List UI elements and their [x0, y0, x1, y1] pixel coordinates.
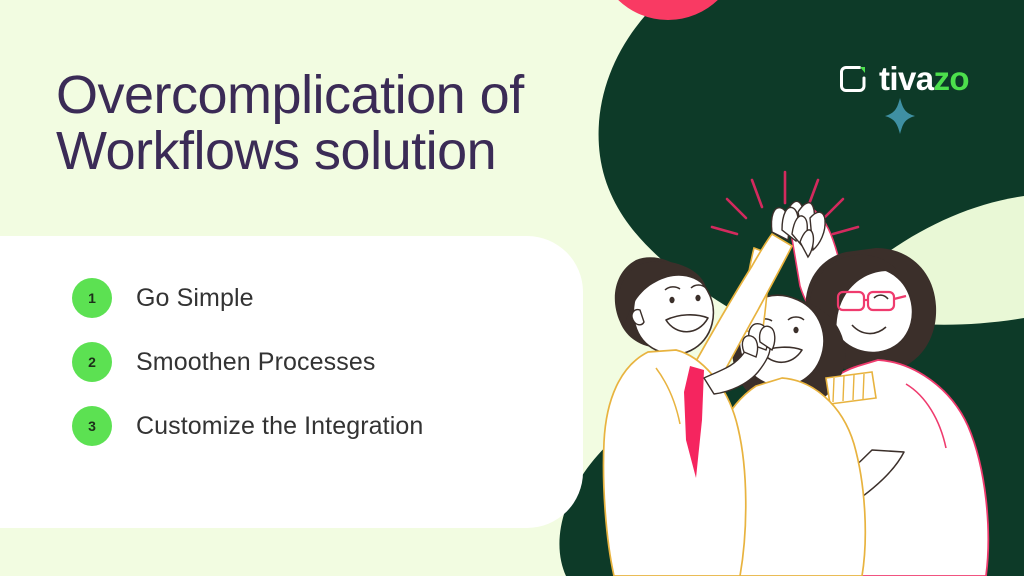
list-item-label: Go Simple — [136, 283, 254, 312]
three-people-high-five-illustration — [602, 170, 990, 576]
brand-logo[interactable]: tivazo — [838, 60, 970, 97]
brand-name-part-1: tiva — [879, 60, 934, 97]
glasses-icon — [836, 290, 907, 312]
list-number-badge: 2 — [72, 342, 112, 382]
brand-name: tivazo — [879, 60, 970, 97]
list-number-badge: 3 — [72, 406, 112, 446]
teal-star-icon — [885, 98, 915, 134]
list-item[interactable]: 1 Go Simple — [72, 278, 423, 318]
list-item-label: Smoothen Processes — [136, 347, 376, 376]
rounded-square-bracket-icon — [840, 65, 866, 92]
list-item[interactable]: 2 Smoothen Processes — [72, 342, 423, 382]
brand-name-part-2: zo — [933, 60, 969, 97]
list-item[interactable]: 3 Customize the Integration — [72, 406, 423, 446]
man-with-tie — [602, 206, 815, 576]
page-title: Overcomplication of Workflows solution — [56, 65, 524, 181]
spark-lines — [710, 170, 860, 236]
list-number-badge: 1 — [72, 278, 112, 318]
list-item-label: Customize the Integration — [136, 411, 424, 440]
solution-list: 1 Go Simple 2 Smoothen Processes 3 Custo… — [72, 278, 423, 446]
pink-ring-shape — [618, 0, 718, 20]
